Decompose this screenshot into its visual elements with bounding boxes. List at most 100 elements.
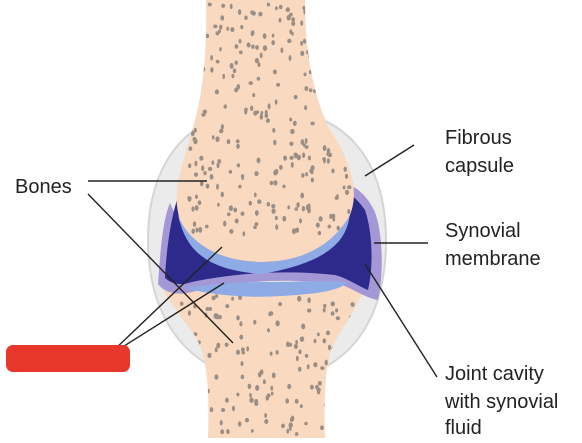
bone-pore — [214, 374, 219, 380]
bone-pore — [188, 18, 193, 25]
bone-pore — [228, 170, 233, 174]
bone-pore — [187, 310, 191, 316]
bone-pore — [325, 14, 330, 19]
bone-pore — [250, 428, 254, 433]
bone-pore — [331, 168, 335, 174]
bone-pore — [193, 64, 198, 70]
bone-pore — [271, 40, 275, 46]
bone-pore — [194, 194, 198, 199]
bone-pore — [235, 139, 240, 144]
bone-pore — [265, 118, 270, 123]
bone-pore — [226, 26, 230, 31]
bone-pore — [276, 82, 281, 87]
bone-pore — [179, 369, 183, 376]
bone-pore — [216, 183, 219, 190]
bone-pore — [219, 47, 222, 52]
bone-pore — [179, 301, 184, 306]
bone-pore — [217, 159, 222, 164]
bone-pore — [250, 30, 254, 37]
bone-pore — [341, 95, 346, 100]
bone-pore — [335, 308, 339, 313]
bone-pore — [275, 224, 279, 230]
bone-pore — [254, 222, 259, 227]
bone-pore — [267, 328, 270, 333]
bone-pore — [175, 410, 180, 415]
bone-pore — [317, 380, 322, 386]
bone-pore — [189, 98, 193, 104]
bone-pore — [298, 349, 302, 355]
bone-pore — [197, 418, 202, 424]
bone-pore — [246, 42, 251, 48]
bone-pore — [307, 155, 311, 161]
bone-pore — [249, 397, 254, 403]
bone-pore — [192, 61, 196, 67]
bone-pore — [327, 114, 331, 119]
bone-pore — [266, 393, 271, 398]
bone-pore — [188, 146, 193, 151]
bone-pore — [224, 342, 229, 347]
bone-pore — [234, 60, 238, 65]
bone-pore — [237, 9, 242, 16]
bone-pore — [336, 225, 340, 231]
bone-pore — [176, 385, 182, 391]
bone-pore — [208, 306, 213, 311]
bone-pore — [190, 130, 195, 137]
bone-pore — [291, 21, 296, 26]
bone-pore — [192, 38, 196, 45]
bone-pore — [301, 173, 305, 178]
bone-pore — [221, 3, 226, 8]
bone-pore — [194, 160, 198, 167]
bone-pore — [207, 2, 212, 7]
bone-pore — [323, 87, 327, 93]
bone-pore — [195, 227, 199, 233]
bone-pore — [301, 323, 306, 330]
bone-pore — [259, 52, 263, 59]
bone-pore — [193, 332, 198, 336]
bone-pore — [288, 55, 292, 61]
bone-pore — [323, 402, 329, 407]
bone-pore — [197, 52, 202, 58]
bone-pore — [226, 429, 230, 435]
lower-cartilage — [185, 281, 348, 297]
bone-pore — [304, 86, 309, 91]
bone-pore — [316, 55, 321, 60]
bone-pore — [310, 121, 315, 126]
bone-pore — [309, 20, 313, 27]
bone-pore — [285, 398, 290, 404]
bone-pore — [201, 47, 206, 52]
bone-pore — [246, 346, 250, 352]
bone-pore — [238, 184, 242, 189]
bone-pore — [278, 17, 282, 23]
bone-pore — [268, 311, 274, 316]
bone-pore — [205, 33, 210, 39]
bone-pore — [288, 425, 292, 432]
bone-pore — [238, 50, 243, 55]
bone-pore — [187, 196, 192, 201]
bone-pore — [197, 372, 201, 377]
bone-pore — [270, 391, 274, 396]
label-joint-cavity-line1: Joint cavity — [445, 363, 544, 385]
bone-pore — [310, 384, 314, 390]
bone-pore — [205, 183, 210, 189]
bone-pore — [304, 421, 308, 426]
bone-pore — [345, 32, 349, 38]
bone-pore — [335, 412, 339, 417]
bone-pore — [196, 71, 201, 76]
bone-pore — [293, 94, 298, 100]
bone-pore — [214, 347, 218, 353]
bone-pore — [223, 220, 227, 227]
bone-pore — [199, 65, 203, 72]
bone-pore — [240, 25, 244, 30]
bone-pore — [240, 374, 245, 380]
joint-cavity-shape — [165, 192, 372, 290]
lower-bone — [162, 278, 365, 438]
label-joint-cavity-line2: with synovial — [445, 391, 559, 413]
bone-pore — [236, 143, 240, 149]
bone-pore — [315, 58, 320, 64]
bone-pore — [255, 384, 260, 391]
bone-pore — [199, 180, 204, 187]
bone-pore — [328, 17, 332, 23]
bone-pore — [297, 366, 302, 372]
bone-pore — [203, 170, 207, 176]
